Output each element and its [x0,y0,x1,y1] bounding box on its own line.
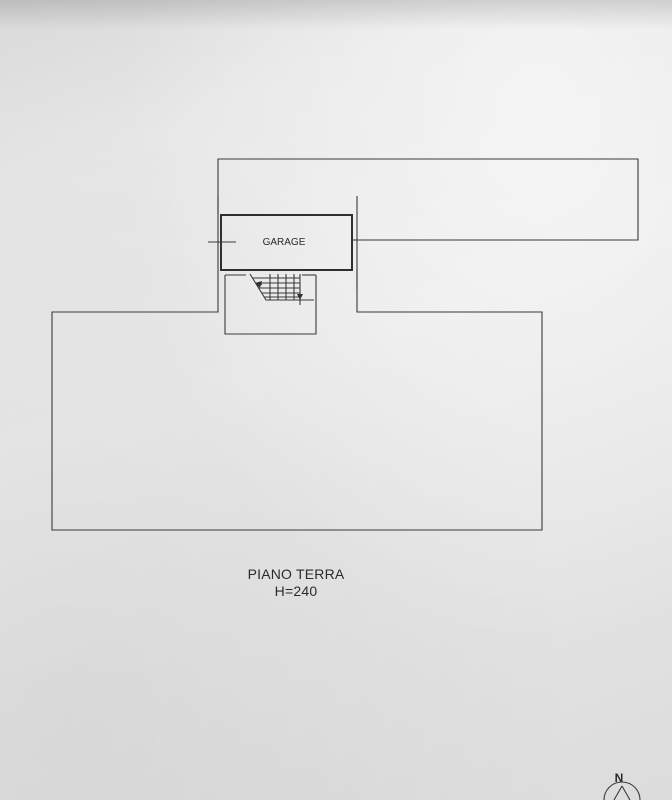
garage-label: GARAGE [263,237,306,248]
garage-room [208,196,358,290]
stair-arrowhead [255,281,262,288]
staircase [249,273,314,305]
stair-box [224,274,317,335]
stair-marker [297,294,303,300]
north-indicator: N [603,771,641,800]
paper-shadow [0,0,672,30]
upper-wing-outline [217,158,639,241]
main-block-outline [51,270,543,531]
title-block: PIANO TERRA H=240 [196,566,396,600]
height-label: H=240 [274,583,318,599]
compass-icon [603,781,641,800]
north-label: N [615,771,624,785]
floor-title: PIANO TERRA [247,566,345,582]
